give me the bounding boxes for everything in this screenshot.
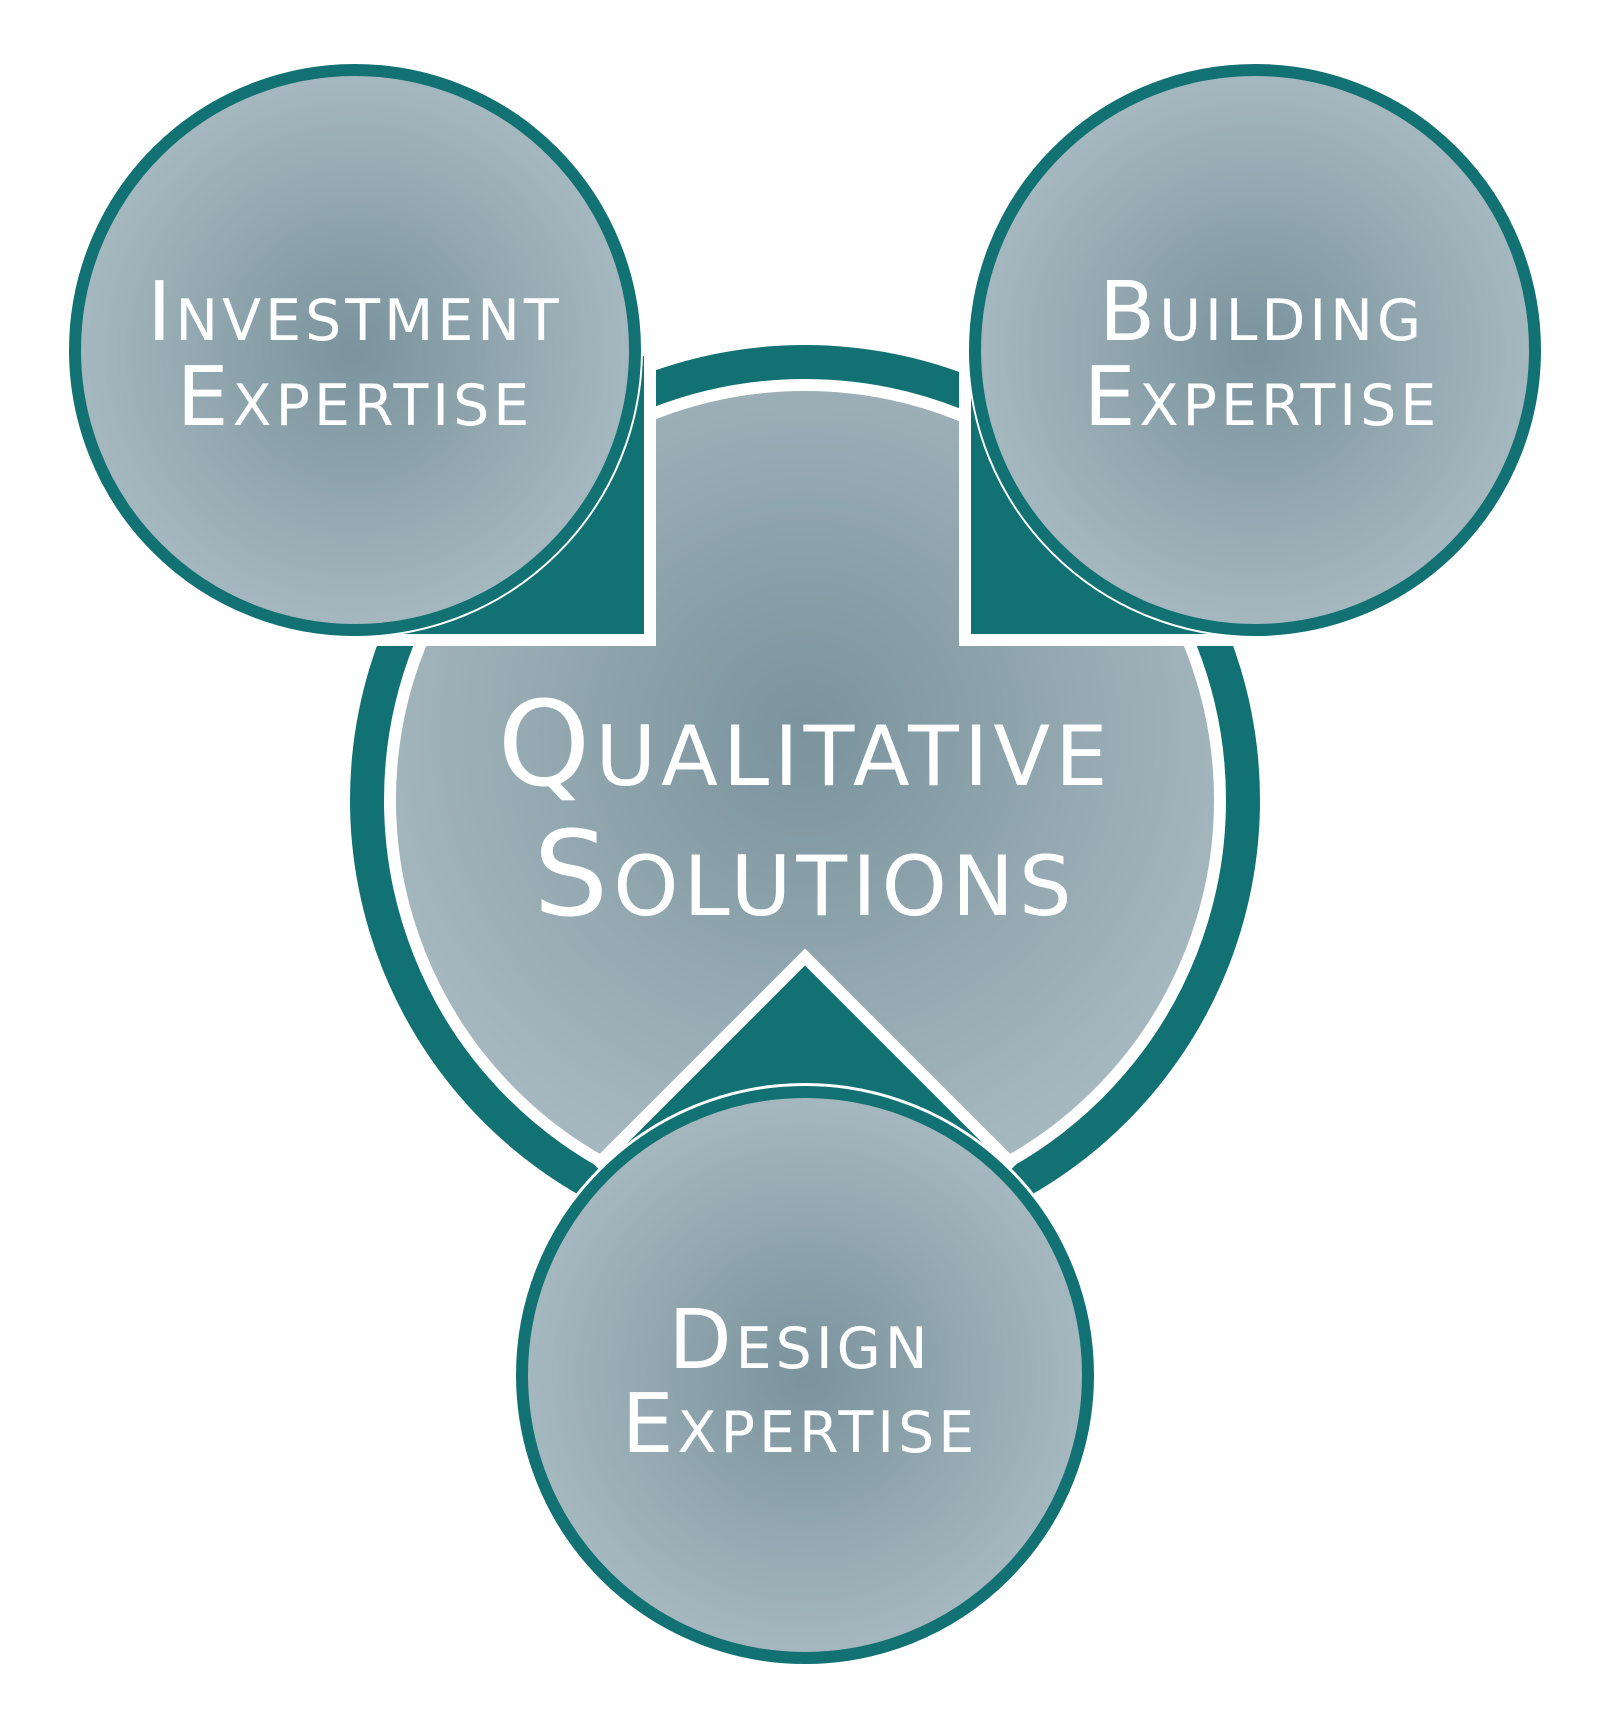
center-label-line1: Qualitative (497, 675, 1112, 813)
investment-circle (67, 62, 643, 638)
design-label-line1: Design (669, 1293, 932, 1388)
investment-label-line1: Investment (147, 265, 562, 360)
building-circle (967, 62, 1543, 638)
investment-label-line2: Expertise (177, 350, 534, 445)
building-label-line1: Building (1099, 265, 1425, 360)
design-circle (513, 1083, 1097, 1667)
design-label-line2: Expertise (622, 1377, 979, 1472)
building-label-line2: Expertise (1084, 350, 1441, 445)
center-label-line2: Solutions (533, 805, 1076, 943)
